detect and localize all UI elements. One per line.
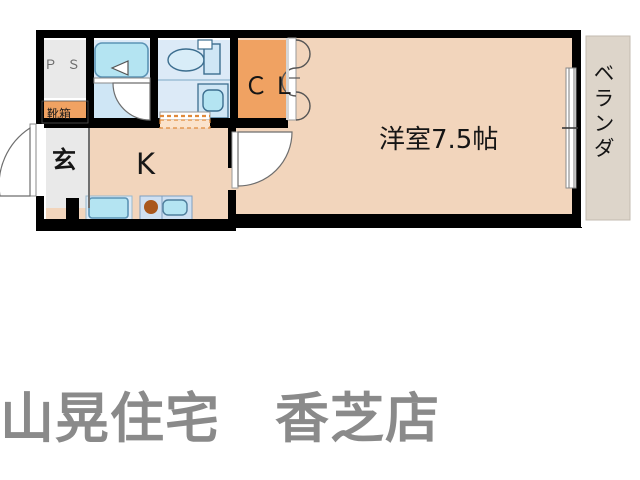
entrance-door bbox=[0, 123, 37, 197]
kitchen-sink bbox=[88, 197, 129, 219]
label-pipe-shaft: Ｐ Ｓ bbox=[44, 58, 84, 73]
closet-door-edge bbox=[286, 38, 289, 120]
ps-floor bbox=[42, 40, 88, 98]
bathtub bbox=[94, 42, 149, 78]
genkan-floor bbox=[46, 128, 90, 208]
bath-door-arc bbox=[112, 82, 151, 121]
washroom-threshold-band bbox=[159, 119, 211, 129]
kutsubako-outline bbox=[41, 100, 89, 124]
bath-door-panel bbox=[93, 77, 151, 84]
wall-left-upper bbox=[36, 30, 44, 100]
wall-ps-right bbox=[86, 36, 94, 124]
closet-fold-3 bbox=[295, 91, 311, 121]
wall-bottom-left bbox=[36, 219, 236, 231]
closet-fill bbox=[238, 40, 288, 120]
veranda-floor bbox=[586, 36, 630, 220]
room-door-arc bbox=[237, 131, 293, 187]
closet-fold-1 bbox=[295, 39, 311, 69]
wall-kitchen-right-lower bbox=[228, 190, 236, 224]
toilet-lid bbox=[197, 39, 213, 50]
wall-left-door-top bbox=[36, 96, 44, 124]
wall-top bbox=[36, 30, 582, 38]
veranda-border bbox=[581, 29, 637, 227]
stove-grill bbox=[162, 199, 188, 216]
label-kitchen: K bbox=[136, 147, 156, 181]
room-door-frame bbox=[231, 131, 239, 189]
room-swing-door bbox=[231, 131, 293, 189]
wall-stub-kitchen bbox=[66, 198, 79, 222]
label-closet: ＣＬ bbox=[244, 72, 300, 100]
washroom-door bbox=[159, 111, 211, 129]
wall-bottom-right bbox=[232, 214, 582, 228]
veranda-outline bbox=[581, 29, 637, 227]
walls bbox=[36, 30, 582, 231]
label-entrance: 玄 bbox=[52, 146, 76, 174]
label-veranda: ベランダ bbox=[591, 62, 615, 162]
label-shoe-cabinet: 靴箱 bbox=[47, 107, 72, 121]
bath-folding-marker bbox=[110, 60, 129, 76]
toilet-bowl bbox=[167, 48, 205, 72]
kitchen-fixtures bbox=[85, 195, 193, 221]
wall-closet-bottom bbox=[230, 118, 288, 128]
shop-name-footer: 山晃住宅 香芝店 bbox=[0, 387, 440, 450]
wall-right-unit bbox=[572, 30, 582, 228]
bath-door bbox=[93, 60, 151, 121]
wall-left-lower bbox=[36, 196, 44, 230]
kutsubako-fill bbox=[42, 101, 88, 123]
washbasin-bowl bbox=[202, 89, 224, 112]
label-main-room: 洋室7.5帖 bbox=[379, 125, 499, 155]
stove-burner bbox=[144, 200, 158, 214]
wall-genkan-right bbox=[88, 128, 90, 208]
wall-washroom-right bbox=[230, 36, 238, 124]
wall-bath-right bbox=[150, 36, 158, 124]
balcony-sliding-window bbox=[562, 67, 578, 189]
veranda-inner-border bbox=[585, 35, 631, 221]
entrance-door-swing bbox=[0, 126, 31, 197]
wall-corridor-top bbox=[44, 118, 234, 128]
closet-fold-2 bbox=[281, 67, 297, 97]
toilet-fixture bbox=[158, 39, 232, 81]
entrance-door-frame bbox=[29, 123, 37, 197]
closet-folding-door bbox=[281, 37, 311, 121]
